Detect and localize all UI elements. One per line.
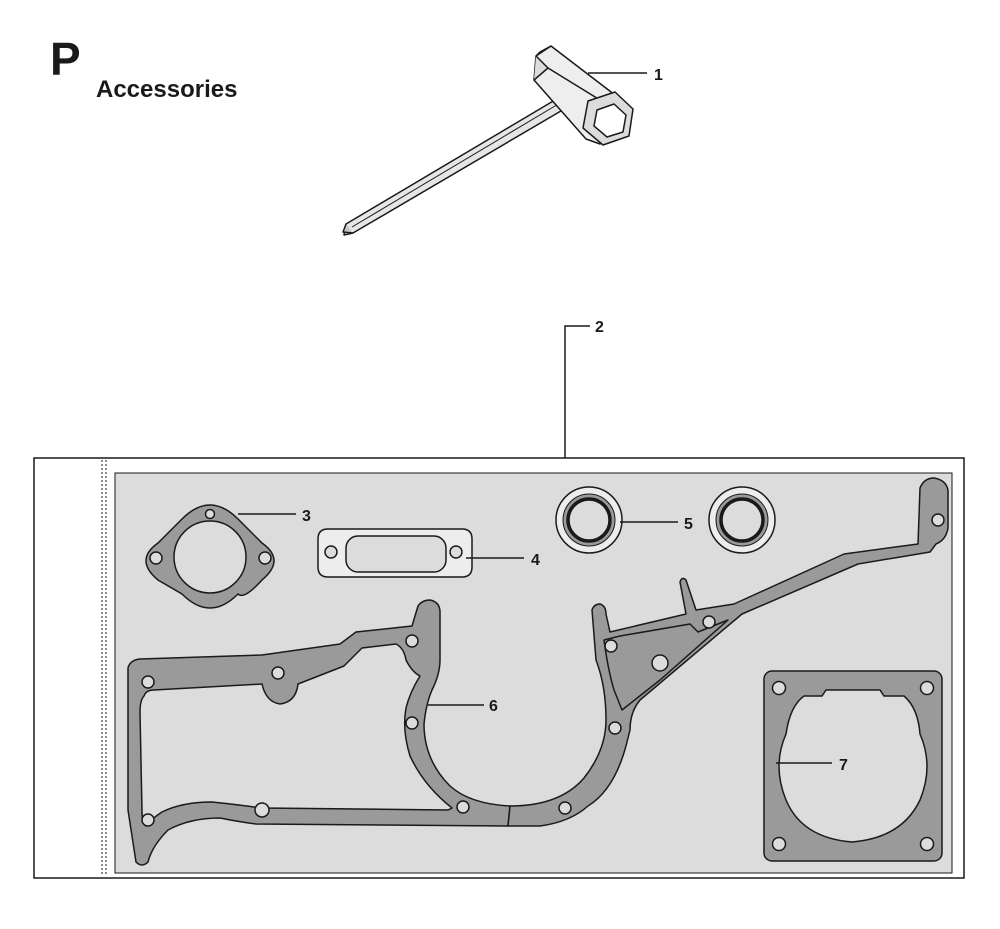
callout-2: 2: [595, 319, 604, 336]
callout-1: 1: [654, 67, 663, 84]
combination-wrench: [342, 45, 634, 236]
section-letter: P: [50, 33, 81, 85]
carburetor-gasket: [145, 504, 275, 609]
callout-leader-2: [564, 325, 590, 458]
oil-seal-right: [708, 486, 776, 554]
crankcase-gasket-right: [507, 477, 949, 827]
cylinder-gasket: [763, 670, 943, 862]
callout-6: 6: [489, 698, 498, 715]
crankcase-gasket-left: [127, 599, 511, 866]
callout-5: 5: [684, 516, 693, 533]
callout-3: 3: [302, 508, 311, 525]
oil-seal-left: [555, 486, 623, 554]
callout-7: 7: [839, 757, 848, 774]
muffler-gasket: [317, 528, 473, 578]
callout-4: 4: [531, 552, 540, 569]
section-title: Accessories: [96, 76, 238, 103]
